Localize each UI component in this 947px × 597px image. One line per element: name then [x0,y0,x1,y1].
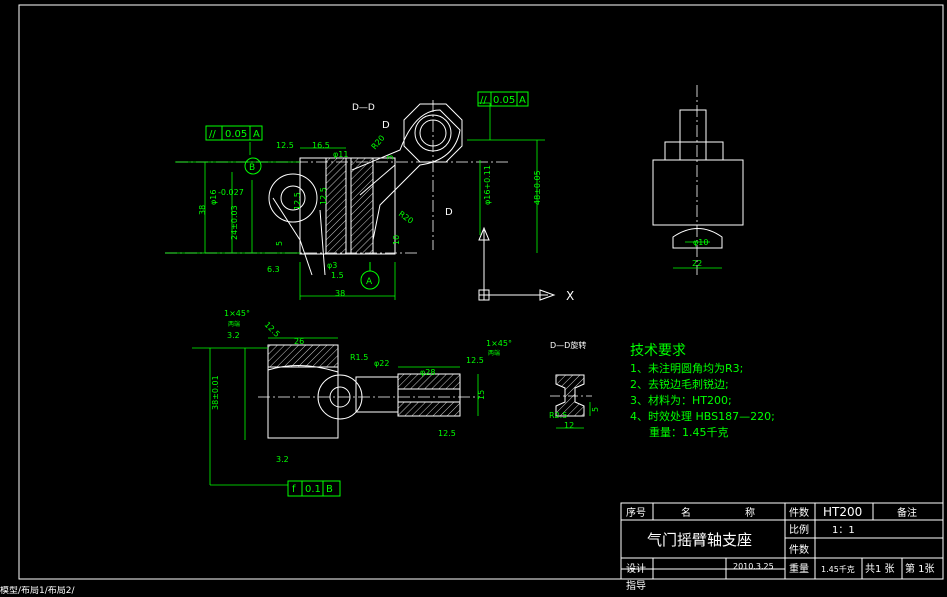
rotated-section-dimensions [556,402,591,429]
title-header-no: 序号 [626,506,646,519]
dim-text: 1.5 [331,271,344,280]
title-block [620,502,944,580]
dim-text: 12.5 [293,192,302,210]
title-header-guide: 指导 [626,579,646,592]
dim-text: φ11 [333,150,348,159]
title-header-name: 名 [681,506,691,519]
ucs-icon [478,226,556,301]
dim-text: 38 [198,205,207,215]
notes-title: 技术要求 [630,343,686,359]
title-scale: 1：1 [832,525,855,536]
dim-text: 12.5 [263,320,282,339]
dim-text: R20 [370,133,387,151]
svg-text:0.1: 0.1 [305,484,321,495]
dim-text: 5 [591,407,600,412]
title-total-sheets: 共1 张 [865,563,895,575]
top-view [267,344,461,439]
dim-text: 12.5 [466,356,484,365]
section-label-rotated: D—D旋转 [550,340,586,350]
dim-text: 12.5 [276,141,294,150]
main-view-dimensions [165,102,545,300]
dim-text: φ3 [327,261,337,270]
dim-text: 16.5 [312,141,330,150]
side-view-dimensions [673,241,722,269]
dim-text: φ28 [420,368,435,377]
side-view [652,109,744,249]
dim-text: 24±0.03 [230,205,239,240]
note-4: 4、时效处理 HBS187—220; [630,409,775,423]
note-1: 1、未注明圆角均为R3; [630,361,743,375]
svg-text://: // [209,129,216,140]
rotated-section [555,374,585,417]
dim-text: R2.5 [549,411,567,420]
svg-text:f: f [292,484,296,495]
tolerance-frame-a: // 0.05 A [205,125,263,141]
tolerance-frame-b: // 0.05 A [477,91,529,107]
title-sheet-no: 第 1张 [905,562,935,575]
datum-b-marker [244,157,262,175]
title-header-remark: 备注 [897,506,917,519]
dim-text: 两端 [488,349,500,357]
note-3: 3、材料为：HT200; [630,393,732,407]
dim-text: φ16 [209,190,218,205]
dim-text: 6.3 [267,265,280,274]
dim-text: 12.5 [438,429,456,438]
sheet-border [18,4,944,580]
title-header-qty: 件数 [789,506,809,519]
dim-text: 48±0.05 [533,170,542,205]
view-label-d-bottom: D [445,207,453,218]
title-header-weight: 重量 [789,562,809,575]
dim-text: -0.027 [218,188,244,197]
title-header-name2: 称 [745,506,755,519]
dim-text: φ16+0.11 [483,165,492,205]
top-view-dimensions [192,337,479,486]
dim-text: 1×45° [224,309,250,318]
note-2: 2、去锐边毛刺锐边; [630,377,729,391]
dim-text: 22 [692,259,702,268]
svg-text:A: A [253,129,260,140]
title-header-design: 设计 [626,562,646,575]
view-label-d-top: D [382,120,390,131]
dim-text: 3.2 [227,331,240,340]
dim-text: R20 [397,209,415,225]
dim-text: 3 [386,155,395,160]
svg-text://: // [480,95,487,106]
svg-text:A: A [519,95,526,106]
dim-text: φ22 [374,359,389,368]
svg-text:B: B [326,484,333,495]
datum-a-marker [360,262,380,290]
svg-text:0.05: 0.05 [225,129,247,140]
dim-text: 15 [477,390,486,400]
svg-text:0.05: 0.05 [493,95,515,106]
ucs-axis-x-label: X [566,289,574,303]
section-label-dd: D—D [352,103,375,113]
dim-text: R1.5 [350,353,368,362]
datum-a-label: A [366,277,373,287]
title-header-scale: 比例 [789,523,809,536]
note-weight: 重量：1.45千克 [649,425,729,439]
title-part-name: 气门摇臂轴支座 [647,531,752,549]
tolerance-frame-c: f 0.1 B [287,480,341,497]
dim-text: 3.2 [276,455,289,464]
dim-text: 5 [275,241,284,246]
title-header-count: 件数 [789,543,809,556]
dim-text: 12.5 [319,187,328,205]
title-material: HT200 [823,505,862,519]
layout-tabs[interactable]: 模型/布局1/布局2/ [0,586,75,596]
dim-text: 26 [294,337,304,346]
dim-text: φ10 [693,238,708,247]
dim-text: 38 [335,289,345,298]
dim-text: 1×45° [486,339,512,348]
title-weight: 1.45千克 [821,564,855,574]
datum-b-label: B [249,163,255,173]
dim-text: 10 [392,235,401,245]
dim-text: 38±0.01 [211,375,220,410]
dim-text: 两端 [228,320,240,328]
title-date: 2010.3.25 [733,562,774,571]
dim-text: 12 [564,421,574,430]
